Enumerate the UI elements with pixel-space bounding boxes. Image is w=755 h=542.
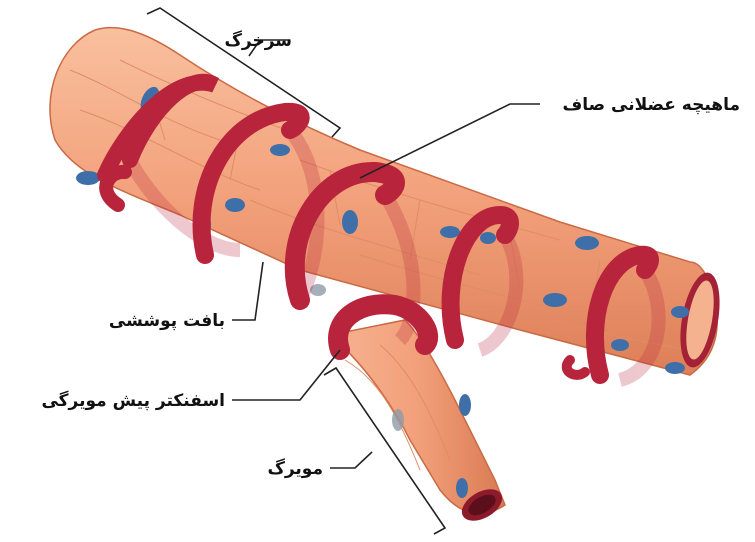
nucleus: [611, 339, 629, 351]
label-capillary: مویرگ: [267, 459, 323, 479]
label-arteriole: سرخرگ: [224, 31, 292, 51]
nucleus: [76, 171, 100, 185]
label-tissue: بافت پوششی: [109, 311, 225, 331]
nucleus: [392, 409, 404, 431]
sphincter-leader: [232, 350, 340, 400]
label-smooth-muscle: ماهیچه عضلانی صاف: [563, 95, 740, 115]
nucleus: [480, 232, 496, 244]
nucleus: [671, 306, 689, 318]
nucleus: [440, 226, 460, 238]
nucleus: [225, 198, 245, 212]
nucleus: [575, 236, 599, 250]
nucleus: [543, 293, 567, 307]
tissue-leader: [232, 262, 263, 320]
nucleus: [342, 210, 358, 234]
capillary-leader: [330, 452, 372, 468]
nucleus: [270, 144, 290, 156]
nucleus: [459, 394, 471, 416]
nucleus: [456, 478, 468, 498]
nucleus: [665, 362, 685, 374]
label-sphincter: اسفنکتر پیش مویرگی: [41, 390, 225, 411]
